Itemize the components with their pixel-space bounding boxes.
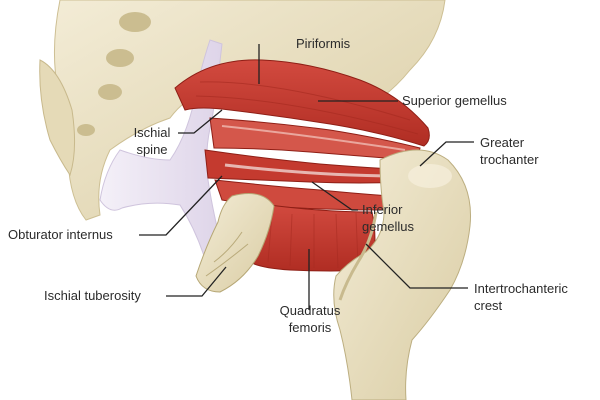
label-inferior-gemellus-line2: gemellus	[362, 219, 415, 234]
leader-obturator-internus	[139, 175, 223, 236]
piriformis-muscle	[174, 59, 430, 147]
ischial-tuberosity-bone	[195, 193, 275, 293]
label-ischial-tuberosity: Ischial tuberosity	[44, 287, 141, 304]
label-piriformis: Piriformis	[296, 35, 350, 52]
label-intertrochanteric-crest-line1: Intertrochanteric	[474, 281, 568, 296]
label-ischial-spine-line1: Ischial	[133, 125, 171, 140]
label-inferior-gemellus: Inferior gemellus	[362, 201, 414, 235]
label-obturator-internus: Obturator internus	[8, 226, 113, 243]
leader-inferior-gemellus	[311, 181, 358, 211]
greater-trochanter-highlight	[408, 164, 452, 188]
leader-ischial-tuberosity	[166, 266, 227, 297]
sacral-foramen-4	[77, 124, 95, 136]
intertrochanteric-crest-ridge	[338, 211, 378, 301]
leader-intertrochanteric-crest	[365, 243, 468, 289]
label-obturator-internus-text: Obturator internus	[8, 227, 113, 242]
sacrum-lobe	[39, 59, 76, 177]
label-superior-gemellus-text: Superior gemellus	[402, 93, 507, 108]
label-piriformis-text: Piriformis	[296, 36, 351, 51]
label-greater-trochanter-line2: trochanter	[480, 152, 539, 167]
leader-ischial-spine	[178, 109, 223, 134]
label-ischial-spine-line2: spine	[136, 142, 168, 157]
label-greater-trochanter-line1: Greater	[480, 135, 525, 150]
sacral-foramen-1	[119, 12, 151, 32]
label-quadratus-femoris-line2: femoris	[288, 320, 332, 335]
label-inferior-gemellus-line1: Inferior	[362, 202, 403, 217]
label-superior-gemellus: Superior gemellus	[402, 92, 507, 109]
leader-greater-trochanter	[419, 141, 474, 167]
label-quadratus-femoris: Quadratus femoris	[274, 302, 346, 336]
label-ischial-spine: Ischial spine	[128, 124, 176, 158]
label-quadratus-femoris-line1: Quadratus	[279, 303, 341, 318]
label-greater-trochanter: Greater trochanter	[480, 134, 539, 168]
label-intertrochanteric-crest: Intertrochanteric crest	[474, 280, 568, 314]
sacral-foramen-2	[106, 49, 134, 67]
label-intertrochanteric-crest-line2: crest	[474, 298, 503, 313]
label-ischial-tuberosity-text: Ischial tuberosity	[44, 288, 141, 303]
femur-bone	[333, 149, 472, 400]
sacral-foramen-3	[98, 84, 122, 100]
